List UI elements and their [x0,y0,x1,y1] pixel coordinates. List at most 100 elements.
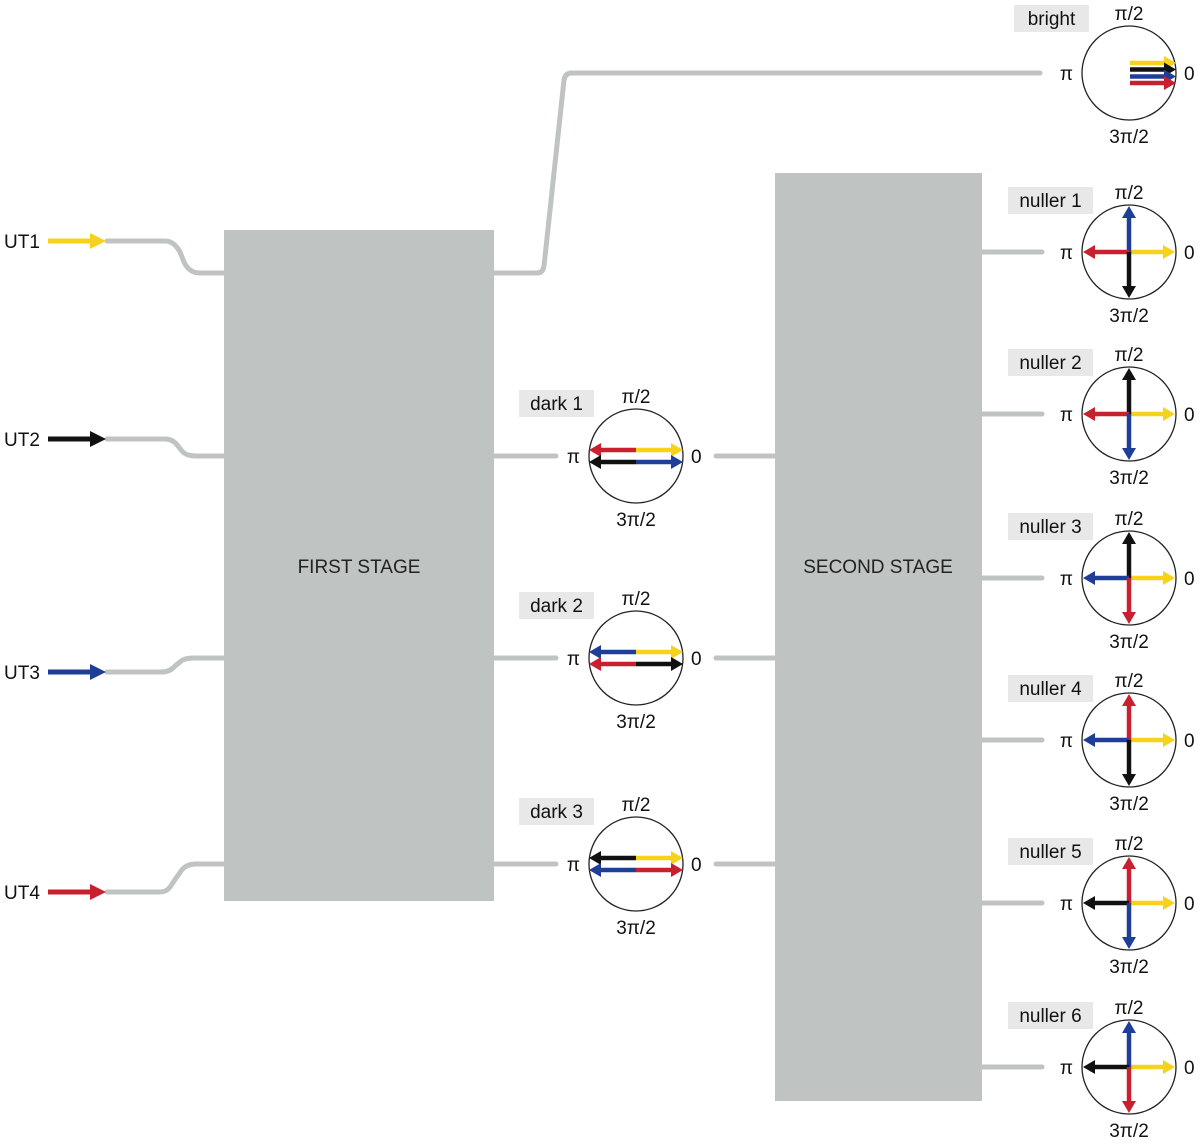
nuller-1-label: nuller 1 [1019,191,1081,212]
axis-label-zero: 0 [1184,1058,1195,1079]
stages: FIRST STAGE SECOND STAGE [224,173,982,1101]
bright-label-bg [1014,5,1089,32]
axis-label-pi-half: π/2 [622,589,651,610]
axis-label-pi: π [1060,731,1073,752]
phasor-ut4-head [1122,857,1136,869]
nuller-4-phasor: nuller 4 π/2 3π/2 π 0 [1008,671,1195,815]
axis-label-three-pi-half: 3π/2 [1109,632,1149,653]
first-stage-block [224,230,494,901]
nuller-2-label-bg [1008,349,1093,376]
phasor-ut2-head [589,455,601,469]
axis-label-pi: π [567,855,580,876]
nuller-5-label: nuller 5 [1019,842,1081,863]
phasor-ut2-head [1083,1060,1095,1074]
axis-label-pi: π [1060,894,1073,915]
axis-label-pi-half: π/2 [1115,509,1144,530]
axis-label-zero: 0 [1184,731,1195,752]
axis-label-three-pi-half: 3π/2 [1109,1121,1149,1142]
phasor-ut4-head [589,443,601,457]
phasor-ut4-head [1122,694,1136,706]
nuller-3-label-bg [1008,513,1093,540]
axis-label-three-pi-half: 3π/2 [616,510,656,531]
axis-label-pi: π [567,447,580,468]
phasor-ut2-head [1083,896,1095,910]
nuller-6-label: nuller 6 [1019,1006,1081,1027]
axis-label-pi-half: π/2 [1115,998,1144,1019]
phasor-ut1-head [1163,896,1175,910]
input-label-ut3: UT3 [4,663,40,684]
phasor-ut3-head [1122,937,1136,949]
axis-label-zero: 0 [691,649,702,670]
axis-label-three-pi-half: 3π/2 [1109,306,1149,327]
phasor-ut1-head [1163,733,1175,747]
waveguide-1 [104,238,227,276]
phasor-ut4-head [1122,1101,1136,1113]
phasor-ut1-head [671,443,683,457]
nuller-4-label-bg [1008,675,1093,702]
phasor-ut2-head [1122,532,1136,544]
phasor-ut4-head [589,657,601,671]
phasor-ut2-head [671,657,683,671]
axis-label-pi-half: π/2 [1115,834,1144,855]
input-label-ut4: UT4 [4,883,40,904]
phasor-ut4-head [1083,407,1095,421]
axis-label-zero: 0 [1184,405,1195,426]
dark-1-label: dark 1 [530,394,583,415]
axis-label-pi-half: π/2 [1115,4,1144,25]
phasor-ut4-head [1122,612,1136,624]
axis-label-pi: π [1060,405,1073,426]
axis-label-pi-half: π/2 [1115,345,1144,366]
dark-2-label: dark 2 [530,596,583,617]
second-stage-label: SECOND STAGE [803,557,953,578]
phasor-ut4-head [1164,76,1176,90]
phasor-ut2-head [1122,774,1136,786]
input-arrowhead-ut2 [90,431,106,447]
axis-label-three-pi-half: 3π/2 [1109,468,1149,489]
dark-2-label-bg [519,592,594,619]
dark-3-label-bg [519,798,594,825]
axis-label-pi-half: π/2 [1115,671,1144,692]
nuller-6-phasor: nuller 6 π/2 3π/2 π 0 [1008,998,1195,1142]
axis-label-three-pi-half: 3π/2 [1109,794,1149,815]
nuller-1-label-bg [1008,187,1093,214]
phasor-ut1-head [1163,571,1175,585]
input-label-ut2: UT2 [4,430,40,451]
phasor-ut1-head [1163,407,1175,421]
phasor-ut1-head [671,645,683,659]
axis-label-three-pi-half: 3π/2 [1109,957,1149,978]
phasor-ut4-head [1083,245,1095,259]
axis-label-pi: π [1060,64,1073,85]
waveguide-2 [104,436,227,459]
input-arrowhead-ut1 [90,233,106,249]
axis-label-pi: π [1060,1058,1073,1079]
waveguide-4 [104,861,227,895]
axis-label-pi-half: π/2 [622,795,651,816]
axis-label-pi: π [1060,243,1073,264]
nuller-6-label-bg [1008,1002,1093,1029]
nuller-4-label: nuller 4 [1019,679,1082,700]
axis-label-three-pi-half: 3π/2 [616,918,656,939]
waveguide-3 [104,655,227,675]
second-stage-block [775,173,982,1101]
axis-label-three-pi-half: 3π/2 [1109,127,1149,148]
input-arrowhead-ut3 [90,664,106,680]
axis-label-pi-half: π/2 [1115,183,1144,204]
phasor-ut3-head [1122,206,1136,218]
axis-label-pi: π [1060,569,1073,590]
phasor-ut3-head [1083,571,1095,585]
phasor-ut2-head [1122,286,1136,298]
nuller-2-label: nuller 2 [1019,353,1081,374]
axis-label-zero: 0 [1184,64,1195,85]
waveguides [104,70,1045,1070]
phasor-ut3-head [1083,733,1095,747]
axis-label-zero: 0 [1184,243,1195,264]
dark-3-phase-circle [588,816,684,912]
axis-label-zero: 0 [691,855,702,876]
